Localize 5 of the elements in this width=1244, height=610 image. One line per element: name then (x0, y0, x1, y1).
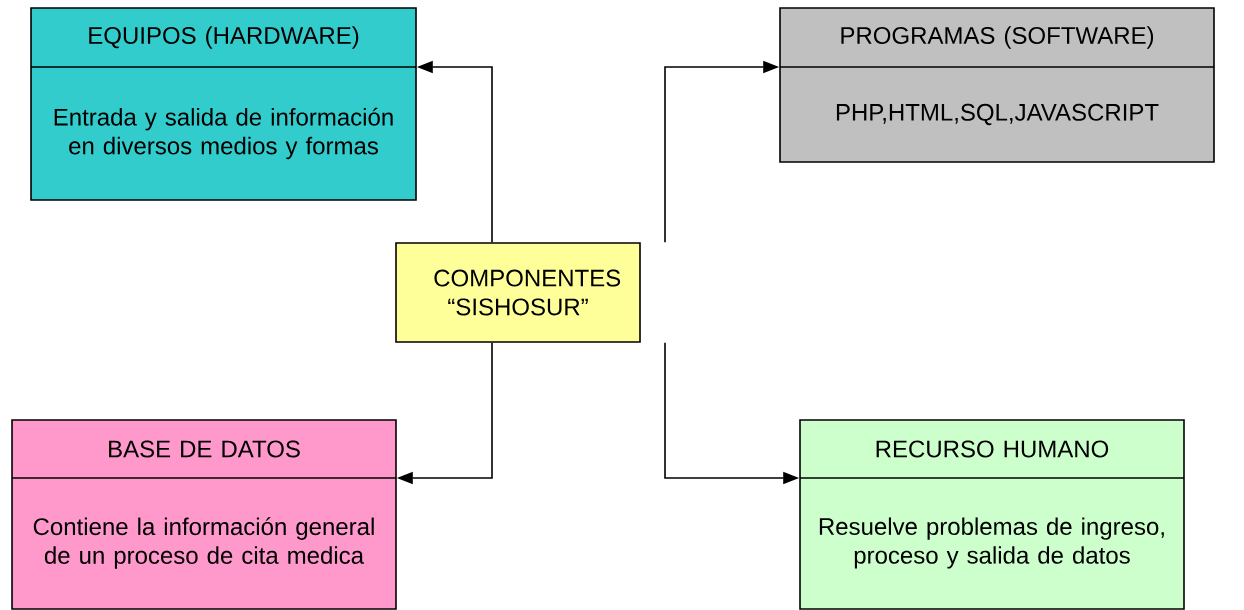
component-box: BASE DE DATOS Contiene la información general de un proceso de cita medica (11, 419, 397, 610)
title-box: COMPONENTES “SISHOSUR” (395, 242, 641, 343)
component-box: PROGRAMAS (SOFTWARE) PHP,HTML,SQL,JAVASCRIPT (779, 7, 1215, 163)
component-box: RECURSO HUMANO Resuelve problemas de ingreso, proceso y salida de datos (799, 419, 1185, 610)
component-box: EQUIPOS (HARDWARE) Entrada y salida de información en diversos medios y formas (30, 7, 417, 201)
